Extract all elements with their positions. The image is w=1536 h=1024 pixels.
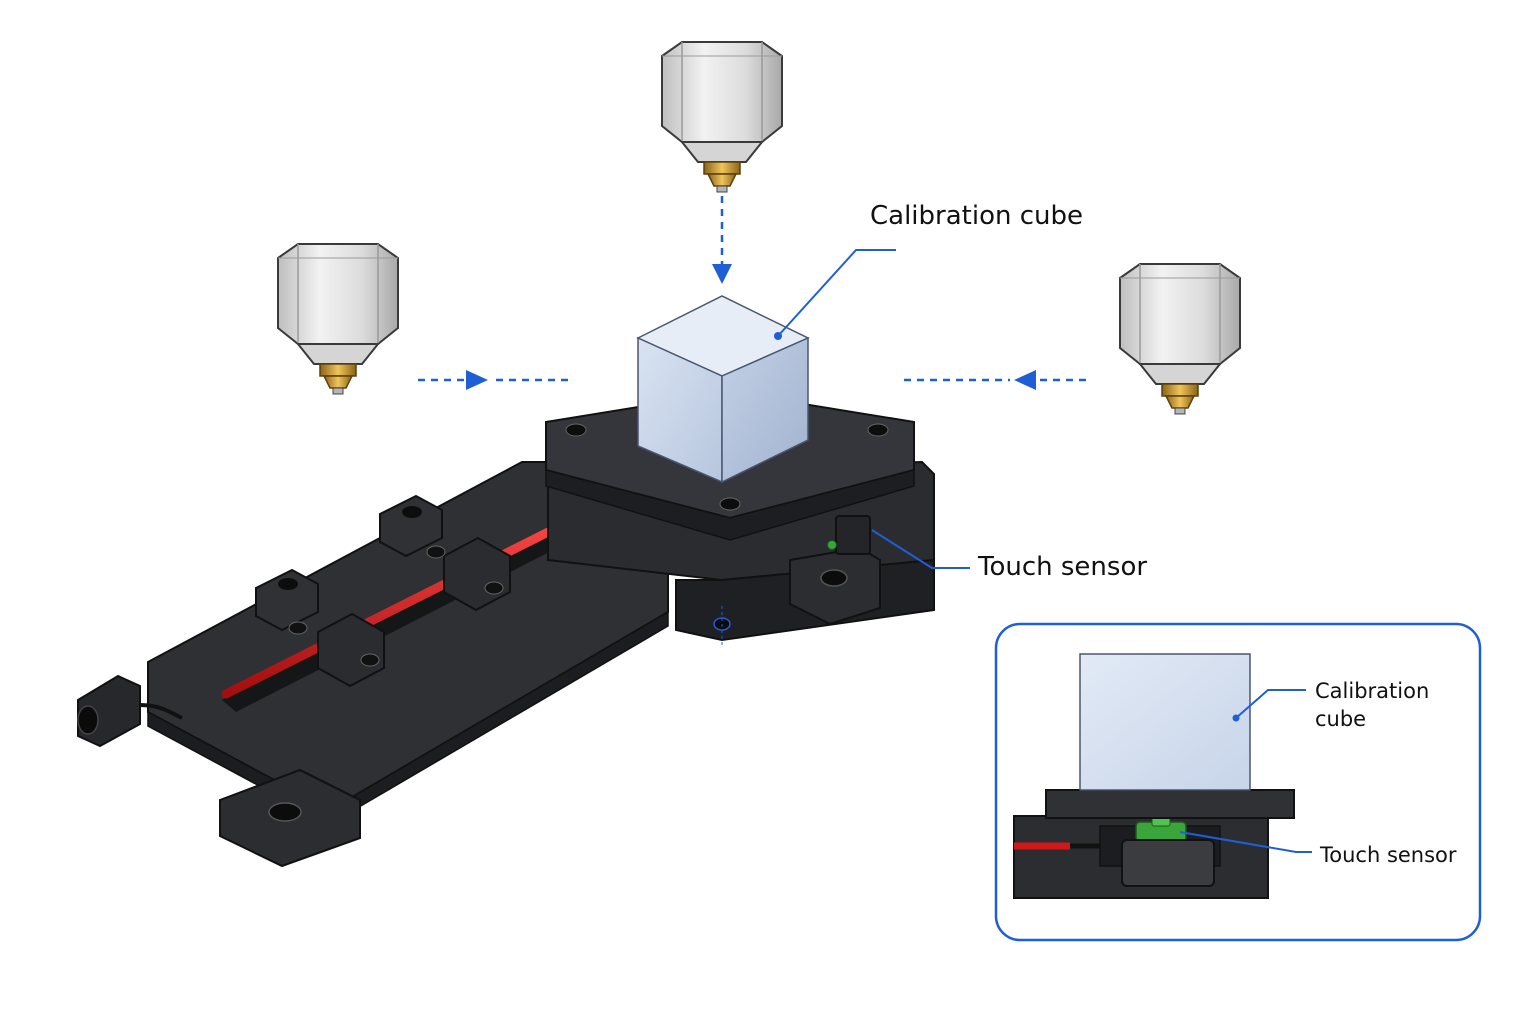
label-calibration-cube: Calibration cube <box>870 201 1083 231</box>
callout-touch-sensor: Touch sensor <box>871 529 1147 582</box>
label-touch-sensor: Touch sensor <box>977 552 1147 582</box>
cable-clip-2 <box>379 494 511 612</box>
touch-sensor-module <box>835 515 871 555</box>
inset-label-touch-sensor: Touch sensor <box>1319 843 1457 867</box>
inset-label-cube-line2: cube <box>1315 707 1366 731</box>
calibration-cube <box>636 295 810 484</box>
nozzle-top <box>661 41 783 193</box>
inset-label-cube-line1: Calibration <box>1315 679 1429 703</box>
approach-arrows <box>418 196 1086 390</box>
inset-detail: Calibration cube Touch sensor <box>994 622 1482 942</box>
red-cable <box>221 503 601 699</box>
sensor-assembly <box>77 295 935 868</box>
callout-calibration-cube: Calibration cube <box>774 201 1083 340</box>
cable-clip-1 <box>255 568 385 688</box>
sensor-led <box>827 540 837 550</box>
cable-connector <box>77 674 183 748</box>
nozzle-left <box>277 243 399 395</box>
inset-cube <box>1079 653 1251 791</box>
nozzle-right <box>1119 263 1241 415</box>
